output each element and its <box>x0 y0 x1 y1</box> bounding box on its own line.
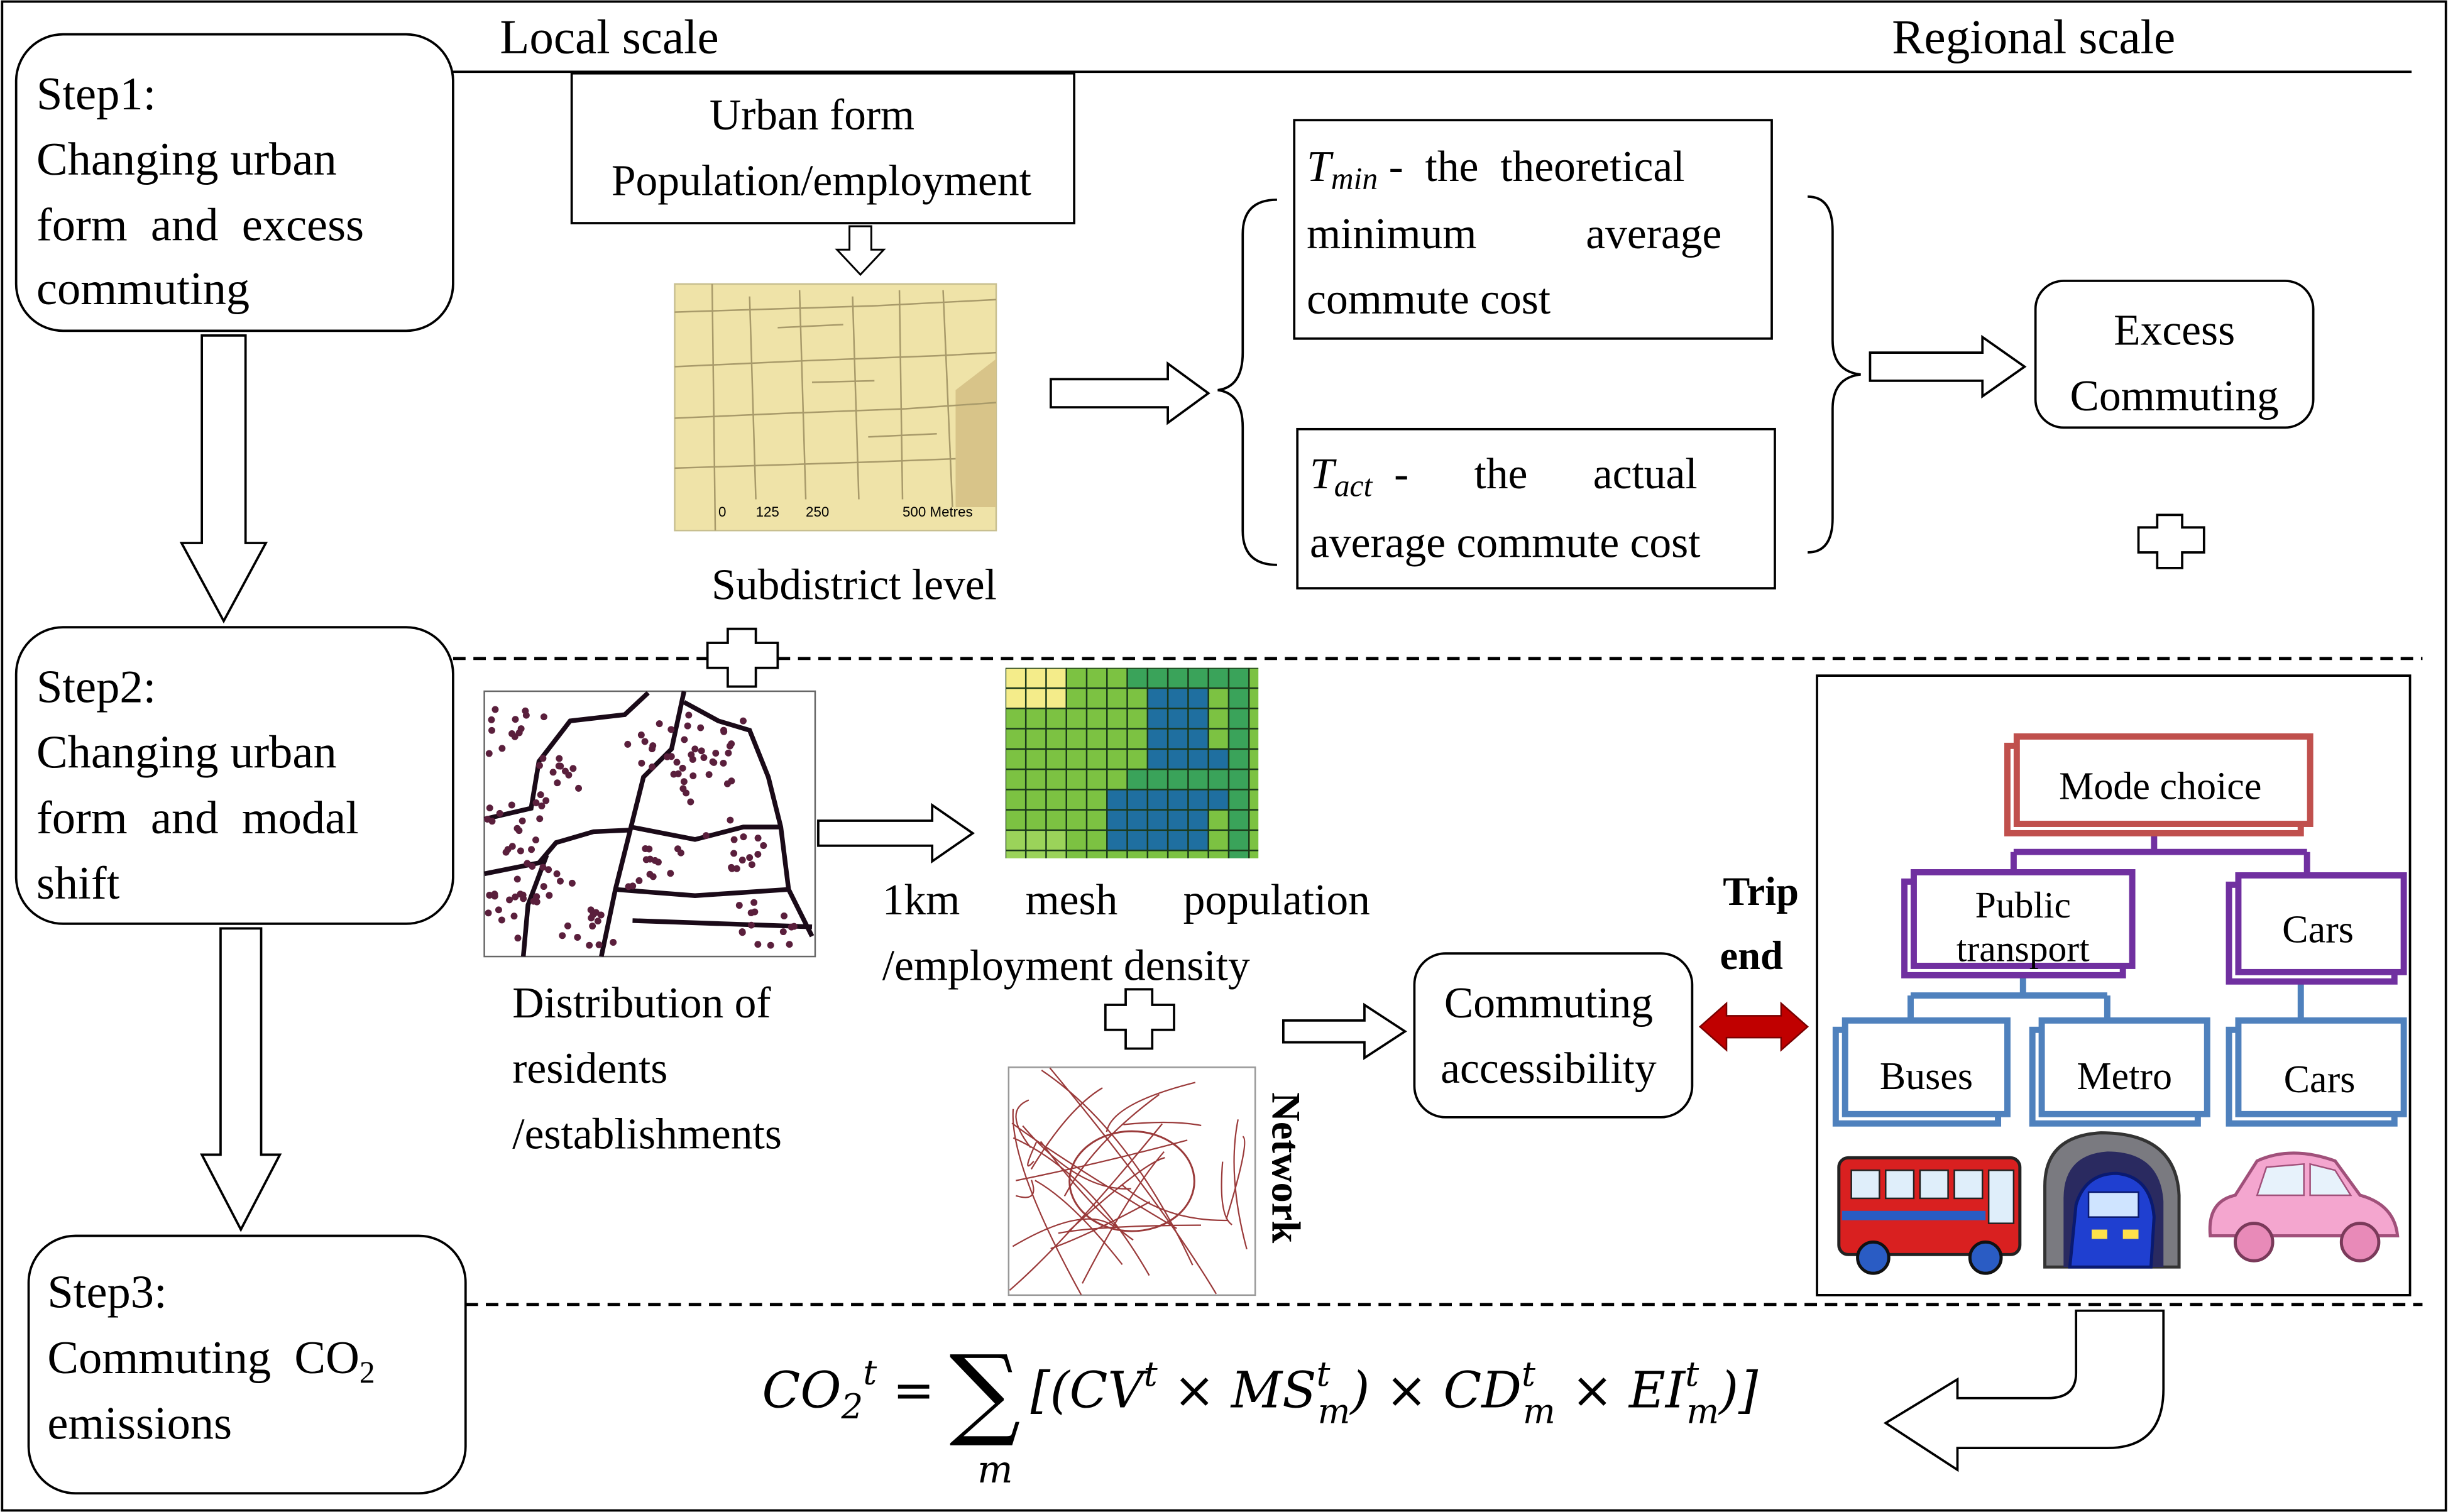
subdistrict-map: 0 125 250 500 Metres <box>674 283 997 532</box>
step3-co2-subscript: 2 <box>360 1355 375 1389</box>
tact-line1: Tact - the actual <box>1310 450 1698 503</box>
excess-commuting-box: Excess Commuting <box>2034 280 2315 429</box>
step1-line3: commuting <box>36 263 250 315</box>
cars-top-label: Cars <box>2282 909 2354 951</box>
regional-scale-label: Regional scale <box>1892 9 2175 63</box>
tact-symbol: T <box>1310 450 1337 498</box>
tmin-line2: minimum average <box>1307 210 1721 258</box>
tact-line2: average commute cost <box>1310 518 1700 567</box>
step3-box: Step3: Commuting CO2 emissions <box>27 1234 467 1495</box>
local-scale-label: Local scale <box>500 9 718 63</box>
plus-icon-excess <box>2137 513 2205 569</box>
metro-label: Metro <box>2077 1055 2172 1098</box>
step2-box: Step2: Changing urban form and modal shi… <box>14 626 454 925</box>
buses-label: Buses <box>1880 1055 1973 1098</box>
step3-line1-text: Commuting CO <box>47 1332 360 1384</box>
step3-line1: Commuting CO2 <box>47 1332 375 1389</box>
trip-end-line2: end <box>1720 933 1784 978</box>
step2-line2: form and modal <box>36 792 359 844</box>
left-brace <box>1217 198 1277 566</box>
formula-lhs-sub: 2 <box>840 1386 863 1427</box>
tmin-symbol: T <box>1307 143 1334 191</box>
arrow-step2-to-step3 <box>200 927 282 1232</box>
arrow-to-accessibility <box>1282 1002 1407 1060</box>
arrow-mode-to-formula <box>1883 1309 2165 1472</box>
arrow-to-excess-commuting <box>1869 334 2027 399</box>
connector-mode-choice <box>2010 835 2310 877</box>
metro-icon <box>2043 1131 2181 1269</box>
formula-lhs: CO2t = <box>762 1352 951 1427</box>
arrow-urban-form-down <box>835 225 886 277</box>
excess-line2: Commuting <box>2070 372 2279 420</box>
cars-bottom-label: Cars <box>2284 1058 2356 1101</box>
connector-public-transport <box>1907 975 2110 1024</box>
network-label: Network <box>1263 1092 1309 1243</box>
trip-end-double-arrow <box>1698 1001 1809 1052</box>
mesh-density-map <box>1005 667 1259 858</box>
distribution-map <box>483 690 816 958</box>
step2-line3: shift <box>36 858 120 909</box>
distribution-points <box>484 706 798 949</box>
step1-line1: Changing urban <box>36 134 337 185</box>
distribution-caption-line3: /establishments <box>512 1110 782 1158</box>
bus-icon <box>1837 1156 2022 1275</box>
plus-icon-network <box>1104 988 1175 1050</box>
formula-sum-index: m <box>977 1449 1013 1492</box>
step3-line2: emissions <box>47 1398 232 1449</box>
accessibility-line2: accessibility <box>1441 1044 1657 1093</box>
mode-choice-label: Mode choice <box>2059 765 2261 808</box>
distribution-caption-line1: Distribution of <box>512 979 771 1027</box>
tmin-line1: Tmin - the theoretical <box>1307 143 1684 195</box>
mesh-caption-line2: /employment density <box>882 941 1250 990</box>
arrow-map-to-costs <box>1050 361 1210 425</box>
right-brace <box>1808 195 1861 554</box>
step2-line1: Changing urban <box>36 727 337 779</box>
network-map <box>1007 1066 1256 1296</box>
tmin-subscript: min <box>1331 161 1378 195</box>
map-scale-125: 125 <box>756 504 779 520</box>
map-scale-0: 0 <box>718 504 726 520</box>
tmin-text1: - the theoretical <box>1378 143 1684 191</box>
step2-label: Step2: <box>36 661 156 713</box>
car-icon <box>2208 1151 2400 1263</box>
plus-icon-subdistrict <box>706 627 779 688</box>
public-transport-line1: Public <box>1975 884 2071 926</box>
accessibility-line1: Commuting <box>1444 979 1653 1027</box>
formula-eq: = <box>877 1361 950 1420</box>
tmin-box: Tmin - the theoretical minimum average c… <box>1293 119 1773 340</box>
tact-box: Tact - the actual average commute cost <box>1296 427 1776 589</box>
urban-form-line2: Population/employment <box>612 156 1031 205</box>
urban-form-line1: Urban form <box>710 91 914 140</box>
mesh-caption-line1: 1km mesh population <box>882 876 1370 924</box>
map-scale-250: 250 <box>806 504 829 520</box>
trip-end-line1: Trip <box>1723 868 1799 914</box>
step1-box: Step1: Changing urban form and excess co… <box>14 33 454 332</box>
map-scale-500: 500 Metres <box>903 504 973 520</box>
step3-label: Step3: <box>47 1267 167 1318</box>
commuting-accessibility-box: Commuting accessibility <box>1413 952 1694 1119</box>
arrow-distribution-to-mesh <box>817 803 975 864</box>
mode-choice-panel: Mode choice Public transport Cars Buses … <box>1816 674 2412 1296</box>
step1-line2: form and excess <box>36 199 364 251</box>
arrow-step1-to-step2 <box>179 334 268 624</box>
formula-lhs-sup: t <box>863 1352 877 1392</box>
tmin-line3: commute cost <box>1307 275 1551 324</box>
excess-line1: Excess <box>2114 307 2235 355</box>
public-transport-line2: transport <box>1957 928 2090 970</box>
distribution-caption-line2: residents <box>512 1044 667 1093</box>
step1-label: Step1: <box>36 68 156 120</box>
tact-subscript: act <box>1334 469 1373 503</box>
subdistrict-caption: Subdistrict level <box>711 561 997 609</box>
formula-sum: ∑ <box>949 1334 1020 1450</box>
urban-form-box: Urban form Population/employment <box>570 72 1075 224</box>
tact-text1: - the actual <box>1372 450 1697 498</box>
